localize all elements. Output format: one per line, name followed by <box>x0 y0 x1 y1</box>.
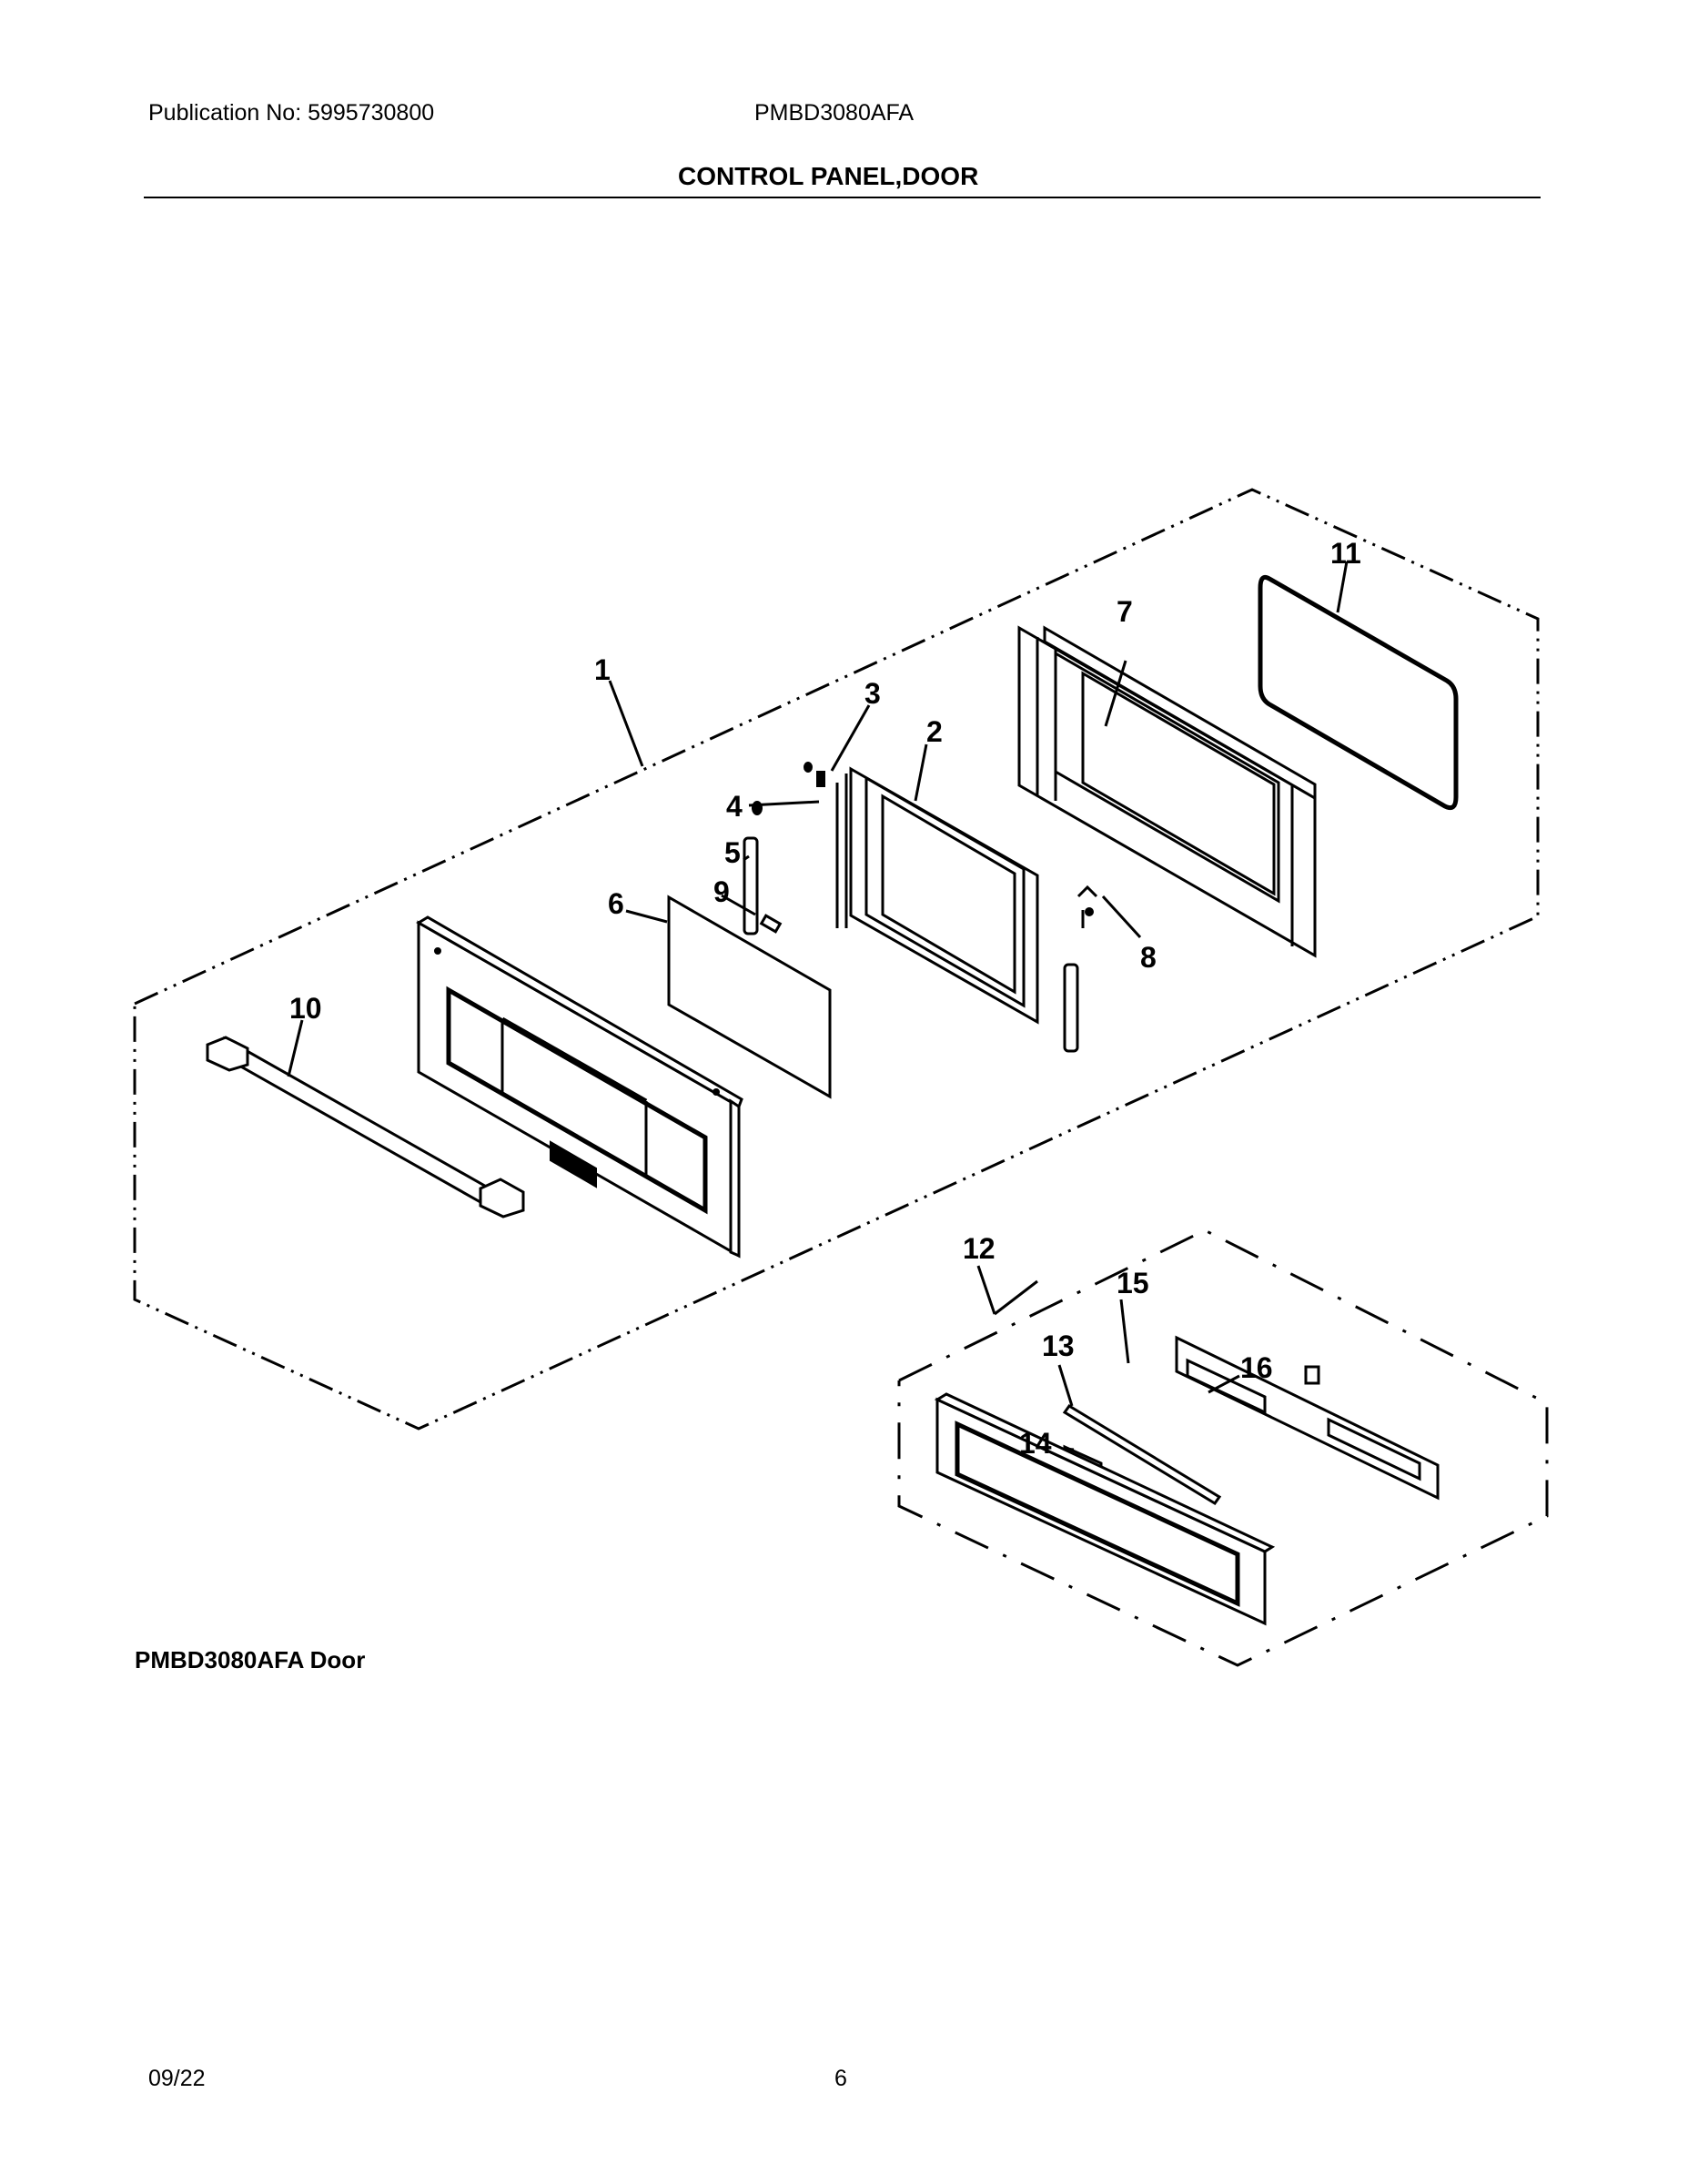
callout-4: 4 <box>726 790 743 823</box>
callout-3: 3 <box>864 677 881 710</box>
callout-1: 1 <box>594 653 611 686</box>
callout-15: 15 <box>1117 1267 1149 1299</box>
part-6-glass <box>667 895 832 1099</box>
part-control-panel-bezel <box>934 1392 1276 1626</box>
callout-12: 12 <box>963 1232 996 1265</box>
leader-lines <box>287 561 1349 1451</box>
diagram-caption: PMBD3080AFA Door <box>135 1646 366 1673</box>
part-8-bracket <box>1076 885 1098 928</box>
part-10-handle <box>206 1036 525 1218</box>
callout-14: 14 <box>1019 1427 1052 1460</box>
part-11-gasket <box>1258 574 1459 811</box>
callout-8: 8 <box>1140 941 1157 974</box>
callout-6: 6 <box>608 887 624 920</box>
part-15-control-board <box>1175 1335 1440 1501</box>
part-hinge-right <box>1063 963 1079 1053</box>
part-outer-door-panel <box>416 915 743 1259</box>
model-number: PMBD3080AFA <box>754 100 915 126</box>
part-2-door-liner <box>835 766 1039 1025</box>
callout-2: 2 <box>926 715 943 748</box>
callout-16: 16 <box>1240 1351 1273 1384</box>
callout-11: 11 <box>1330 537 1361 570</box>
callout-9: 9 <box>713 875 730 908</box>
part-9-clip <box>759 914 783 934</box>
part-5-hinge-left <box>743 836 759 935</box>
page-number: 6 <box>834 2066 847 2091</box>
control-panel-boundary <box>897 1228 1549 1667</box>
callout-7: 7 <box>1117 595 1133 628</box>
callout-labels: 1 2 3 4 5 6 7 8 9 10 11 12 13 14 15 16 <box>289 537 1361 1460</box>
publication-number: Publication No: 5995730800 <box>148 100 435 126</box>
callout-13: 13 <box>1042 1330 1075 1362</box>
section-title: CONTROL PANEL,DOOR <box>678 162 979 190</box>
footer-date: 09/22 <box>148 2066 206 2091</box>
part-7-inner-frame <box>1017 625 1317 958</box>
part-3-screw <box>804 762 825 787</box>
callout-5: 5 <box>724 836 741 869</box>
header-divider <box>144 197 1541 198</box>
part-16-cover <box>1304 1365 1320 1385</box>
part-13-membrane-strip <box>1062 1403 1222 1506</box>
door-assembly-boundary <box>133 488 1540 1431</box>
callout-10: 10 <box>289 992 322 1025</box>
